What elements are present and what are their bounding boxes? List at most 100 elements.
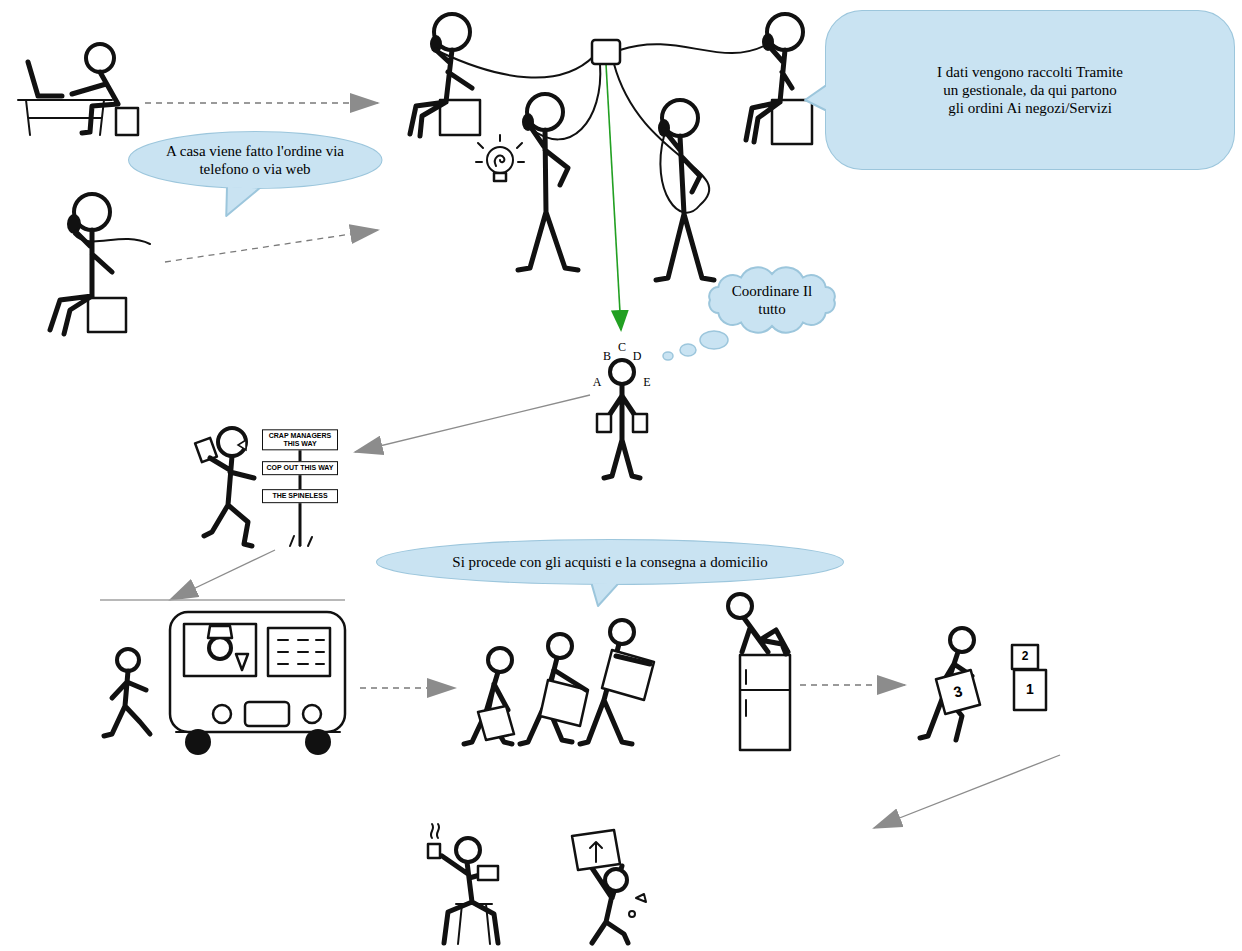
sign-board: THE SPINELESS — [262, 489, 338, 503]
box-stacker-part — [1012, 645, 1038, 669]
coordinator-part — [633, 414, 647, 432]
ice-cream-truck-part — [213, 705, 231, 723]
flow-arrows-part — [165, 230, 378, 262]
movers-part — [602, 650, 654, 700]
movers-part — [616, 656, 650, 664]
flow-arrows-part — [800, 684, 905, 685]
sign-board: CRAP MANAGERS THIS WAY — [262, 429, 338, 450]
call-centre-part — [440, 52, 594, 78]
ice-cream-truck-part — [100, 599, 345, 601]
bubble-text: I dati vengono raccolti Tramite un gesti… — [935, 63, 1125, 117]
box-stacker-part — [936, 670, 980, 714]
flow-arrows-part — [170, 550, 275, 600]
ice-cream-truck-part — [268, 628, 330, 676]
bubble-tail — [226, 186, 260, 216]
movers-part — [478, 706, 514, 740]
thought-bubbles-part — [700, 331, 728, 349]
bubble-tail — [591, 582, 619, 606]
ice-cream-truck-part — [305, 729, 331, 755]
home-delivery-part — [629, 911, 635, 917]
signpost-figure-part — [218, 428, 246, 456]
head-letter: A — [593, 376, 602, 389]
call-centre-part — [494, 173, 506, 181]
home-delivery-part — [572, 830, 620, 870]
call-centre-part — [746, 46, 792, 142]
call-centre-part — [620, 44, 768, 53]
call-centre-part — [592, 40, 620, 64]
callout-box: I dati vengono raccolti Tramite un gesti… — [825, 10, 1235, 170]
call-centre-part — [518, 126, 578, 270]
call-centre-part — [656, 130, 714, 280]
callout-box-outline — [826, 11, 1234, 169]
speech-bubble: A casa viene fatto l'ordine via telefono… — [127, 130, 384, 190]
bubble-text: Si procede con gli acquisti e la consegn… — [452, 553, 767, 571]
desk-worker-part — [86, 44, 114, 72]
phone-caller-part — [50, 230, 112, 334]
movers-part — [610, 620, 634, 644]
home-delivery-part — [442, 856, 498, 943]
ice-cream-truck-part — [184, 624, 256, 676]
sign-board: COP OUT THIS WAY — [262, 461, 338, 475]
call-centre-part — [495, 156, 504, 166]
home-delivery — [428, 824, 646, 944]
home-delivery-part — [456, 838, 480, 862]
ice-cream-truck-part — [209, 637, 231, 659]
flow-arrows-part — [360, 687, 455, 688]
call-centre-part — [476, 135, 524, 162]
thought-cloud-shape — [702, 266, 842, 334]
coordinator-part — [619, 386, 625, 410]
coordinator — [597, 360, 647, 478]
thought-cloud-outline — [709, 267, 835, 332]
call-centre-part — [772, 100, 812, 144]
coordinator-part — [610, 360, 634, 384]
movers — [464, 594, 790, 750]
speech-bubble: Si procede con gli acquisti e la consegn… — [375, 538, 845, 586]
movers-part — [554, 670, 586, 690]
flow-arrows-part — [145, 102, 378, 103]
box-stacker-part — [950, 628, 974, 652]
thought-bubbles — [663, 331, 728, 360]
speech-bubble-shape — [127, 130, 384, 190]
home-delivery-part — [431, 824, 439, 838]
home-delivery-part — [636, 894, 646, 902]
signpost-figure-part — [290, 534, 312, 546]
thought-bubbles-part — [663, 352, 673, 360]
desk-worker — [18, 44, 138, 135]
flow-arrows-part — [355, 395, 590, 452]
home-delivery-part — [592, 866, 628, 943]
ice-cream-truck-part — [303, 705, 321, 723]
movers-part — [740, 655, 790, 750]
speech-bubble-outline — [377, 540, 843, 584]
signpost-figure-part — [204, 456, 254, 546]
signpost-figure-part — [238, 440, 246, 450]
home-delivery-part — [478, 866, 498, 880]
call-centre-part — [410, 50, 472, 136]
call-centre-part — [487, 147, 513, 173]
ice-cream-truck-part — [104, 671, 150, 736]
box-number: 2 — [1022, 650, 1029, 663]
ice-cream-truck — [100, 600, 345, 755]
bubble-text: Coordinare Il tutto — [730, 282, 814, 318]
ice-cream-truck-part — [117, 649, 139, 671]
call-centre-part — [440, 100, 480, 135]
bubble-text: A casa viene fatto l'ordine via telefono… — [162, 142, 348, 178]
flow-arrows-part — [874, 755, 1060, 828]
phone-caller — [50, 194, 150, 334]
callout-box-outline — [826, 11, 1234, 169]
speech-bubble-outline — [377, 540, 843, 584]
head-letter: D — [633, 350, 642, 363]
ice-cream-truck-part — [245, 702, 289, 726]
home-delivery-part — [605, 869, 627, 891]
phone-caller-part — [88, 298, 126, 332]
ice-cream-truck-part — [236, 654, 248, 670]
ice-cream-truck-part — [185, 729, 211, 755]
head-letter: B — [603, 350, 611, 363]
movers-part — [740, 670, 790, 716]
desk-worker-part — [28, 62, 62, 96]
thought-bubbles-part — [680, 344, 696, 356]
ice-cream-truck-part — [170, 612, 345, 732]
ice-cream-truck-part — [278, 640, 324, 664]
call-centre — [410, 14, 812, 280]
movers-part — [548, 634, 572, 658]
